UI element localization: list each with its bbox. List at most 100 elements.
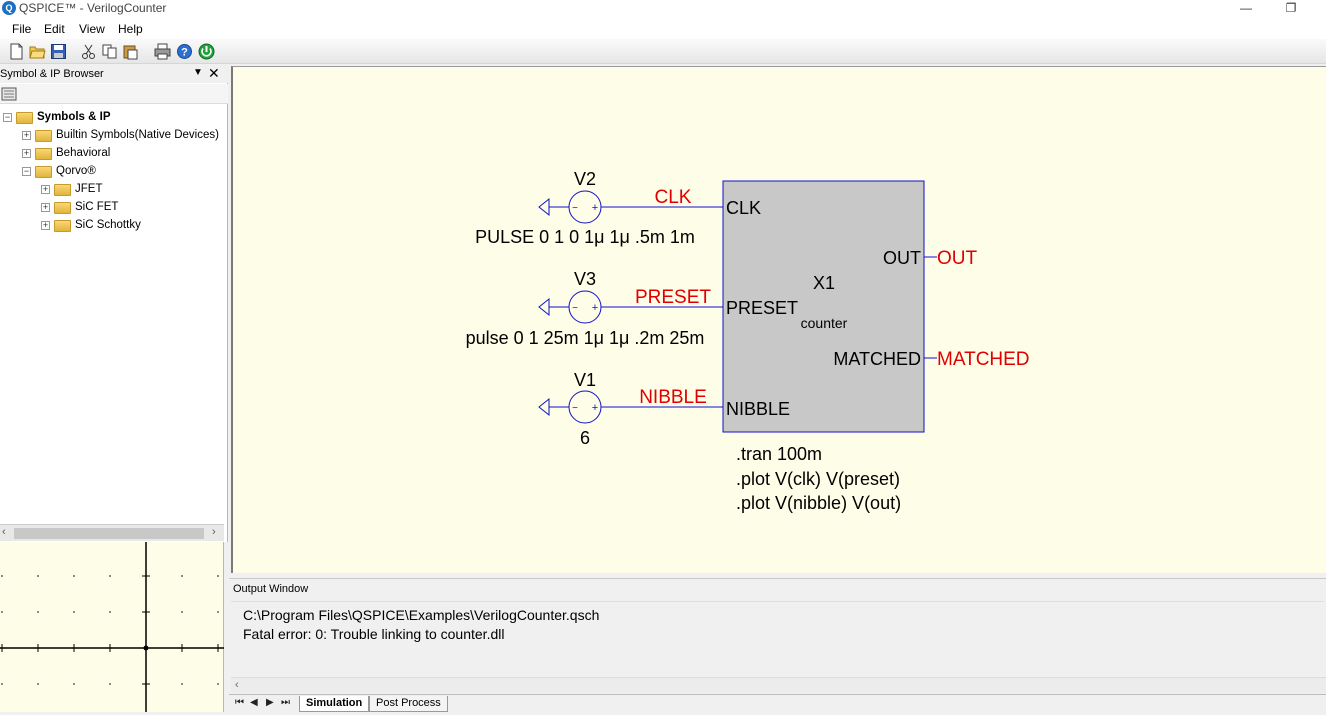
- source-name-v1: V1: [574, 370, 596, 390]
- block-ref-label: X1: [813, 273, 835, 293]
- svg-text:−: −: [572, 303, 578, 314]
- paste-icon[interactable]: [122, 43, 139, 60]
- print-icon[interactable]: [154, 43, 171, 60]
- last-tab-icon[interactable]: ⏭: [281, 697, 290, 708]
- tree-item-label: SiC Schottky: [75, 219, 141, 231]
- pin-label-out: OUT: [883, 248, 921, 268]
- bottom-tab-strip: ⏮ ◀ ▶ ⏭ Simulation Post Process: [229, 694, 1326, 712]
- restore-button[interactable]: ❐: [1285, 1, 1297, 15]
- svg-text:+: +: [592, 202, 598, 214]
- library-icon[interactable]: [1, 86, 17, 102]
- svg-text:+: +: [592, 302, 598, 314]
- pin-label-nibble: NIBBLE: [726, 399, 790, 419]
- source-value-v1: 6: [580, 428, 590, 448]
- net-label-preset[interactable]: PRESET: [635, 287, 711, 308]
- tree-item-label: Behavioral: [56, 147, 111, 159]
- folder-icon: [35, 130, 52, 142]
- tree-item-label: Symbols & IP: [37, 111, 111, 123]
- collapse-icon[interactable]: −: [22, 166, 31, 176]
- menu-help[interactable]: Help: [118, 22, 143, 36]
- menu-edit[interactable]: Edit: [44, 22, 65, 36]
- folder-icon: [35, 166, 52, 178]
- output-window-title: Output Window: [233, 583, 309, 595]
- minimize-button[interactable]: —: [1240, 1, 1252, 15]
- toolbar: ?: [0, 39, 1326, 64]
- voltage-source-v3[interactable]: − +: [538, 290, 723, 324]
- tab-post-process[interactable]: Post Process: [369, 696, 448, 712]
- source-name-v3: V3: [574, 269, 596, 289]
- counter-block[interactable]: [722, 180, 925, 433]
- scroll-right-icon[interactable]: ›: [212, 526, 216, 538]
- chevron-down-icon[interactable]: ▼: [193, 67, 203, 78]
- directive-plot-2[interactable]: .plot V(nibble) V(out): [736, 493, 901, 513]
- cut-icon[interactable]: [80, 43, 97, 60]
- svg-text:−: −: [572, 203, 578, 214]
- run-icon[interactable]: [198, 43, 215, 60]
- net-label-matched[interactable]: MATCHED: [937, 349, 1030, 370]
- browser-horizontal-scrollbar[interactable]: ‹ ›: [0, 524, 224, 541]
- folder-icon: [54, 202, 71, 214]
- menu-file[interactable]: File: [12, 22, 32, 36]
- tree-item-label: Builtin Symbols(Native Devices): [56, 129, 219, 141]
- pin-label-preset: PRESET: [726, 298, 798, 318]
- expand-icon[interactable]: +: [41, 202, 50, 212]
- browser-header: Symbol & IP Browser ▼ ✕: [0, 65, 228, 83]
- symbol-preview: [0, 542, 224, 712]
- schematic-drawing: X1 counter CLK PRESET NIBBLE OUT MATCHED…: [466, 169, 1030, 513]
- browser-title: Symbol & IP Browser: [0, 68, 104, 80]
- output-line-error: Fatal error: 0: Trouble linking to count…: [243, 626, 505, 642]
- open-folder-icon[interactable]: [29, 43, 46, 60]
- expand-icon[interactable]: +: [22, 148, 31, 158]
- voltage-source-v2[interactable]: − +: [538, 190, 723, 224]
- pin-label-clk: CLK: [726, 198, 761, 218]
- expand-icon[interactable]: +: [22, 130, 31, 140]
- directive-plot-1[interactable]: .plot V(clk) V(preset): [736, 469, 900, 489]
- preview-grid: [0, 542, 224, 712]
- output-wires[interactable]: [924, 256, 937, 359]
- save-icon[interactable]: [50, 43, 67, 60]
- first-tab-icon[interactable]: ⏮: [235, 697, 244, 708]
- block-model-label: counter: [801, 315, 848, 331]
- expand-icon[interactable]: +: [41, 220, 50, 230]
- qspice-logo-icon: Q: [2, 1, 16, 15]
- menu-bar: File Edit View Help: [0, 19, 1326, 39]
- voltage-source-v1[interactable]: − +: [538, 390, 723, 424]
- collapse-icon[interactable]: −: [3, 112, 12, 122]
- tab-simulation[interactable]: Simulation: [299, 696, 370, 712]
- scroll-left-icon[interactable]: ‹: [2, 526, 6, 538]
- scrollbar-thumb[interactable]: [14, 528, 204, 539]
- directive-tran[interactable]: .tran 100m: [736, 444, 822, 464]
- svg-text:+: +: [592, 402, 598, 414]
- menu-view[interactable]: View: [79, 22, 105, 36]
- expand-icon[interactable]: +: [41, 184, 50, 194]
- net-label-out[interactable]: OUT: [937, 248, 978, 269]
- output-horizontal-scrollbar[interactable]: ‹: [231, 677, 1326, 693]
- close-icon[interactable]: ✕: [208, 65, 220, 81]
- folder-icon: [54, 184, 71, 196]
- source-value-v3: pulse 0 1 25m 1μ 1μ .2m 25m: [466, 328, 705, 348]
- net-label-clk[interactable]: CLK: [655, 187, 692, 208]
- net-label-nibble[interactable]: NIBBLE: [639, 387, 707, 408]
- scroll-left-icon[interactable]: ‹: [235, 679, 239, 691]
- folder-icon: [54, 220, 71, 232]
- svg-text:?: ?: [181, 47, 188, 59]
- tree-item-label: SiC FET: [75, 201, 119, 213]
- tree-item-label: JFET: [75, 183, 103, 195]
- symbol-ip-browser: Symbol & IP Browser ▼ ✕ − Symbols & IP +…: [0, 65, 228, 542]
- pin-label-matched: MATCHED: [833, 349, 921, 369]
- window-title: QSPICE™ - VerilogCounter: [19, 1, 167, 15]
- tree-item-label: Qorvo®: [56, 165, 96, 177]
- help-icon[interactable]: ?: [176, 43, 193, 60]
- source-name-v2: V2: [574, 169, 596, 189]
- schematic-canvas[interactable]: X1 counter CLK PRESET NIBBLE OUT MATCHED…: [231, 66, 1326, 573]
- svg-text:−: −: [572, 403, 578, 414]
- folder-icon: [16, 112, 33, 124]
- browser-toolbar: [0, 84, 228, 104]
- copy-icon[interactable]: [101, 43, 118, 60]
- prev-tab-icon[interactable]: ◀: [250, 697, 258, 708]
- folder-icon: [35, 148, 52, 160]
- output-line-path: C:\Program Files\QSPICE\Examples\Verilog…: [243, 607, 600, 623]
- source-value-v2: PULSE 0 1 0 1μ 1μ .5m 1m: [475, 227, 695, 247]
- next-tab-icon[interactable]: ▶: [266, 697, 274, 708]
- new-file-icon[interactable]: [8, 43, 25, 60]
